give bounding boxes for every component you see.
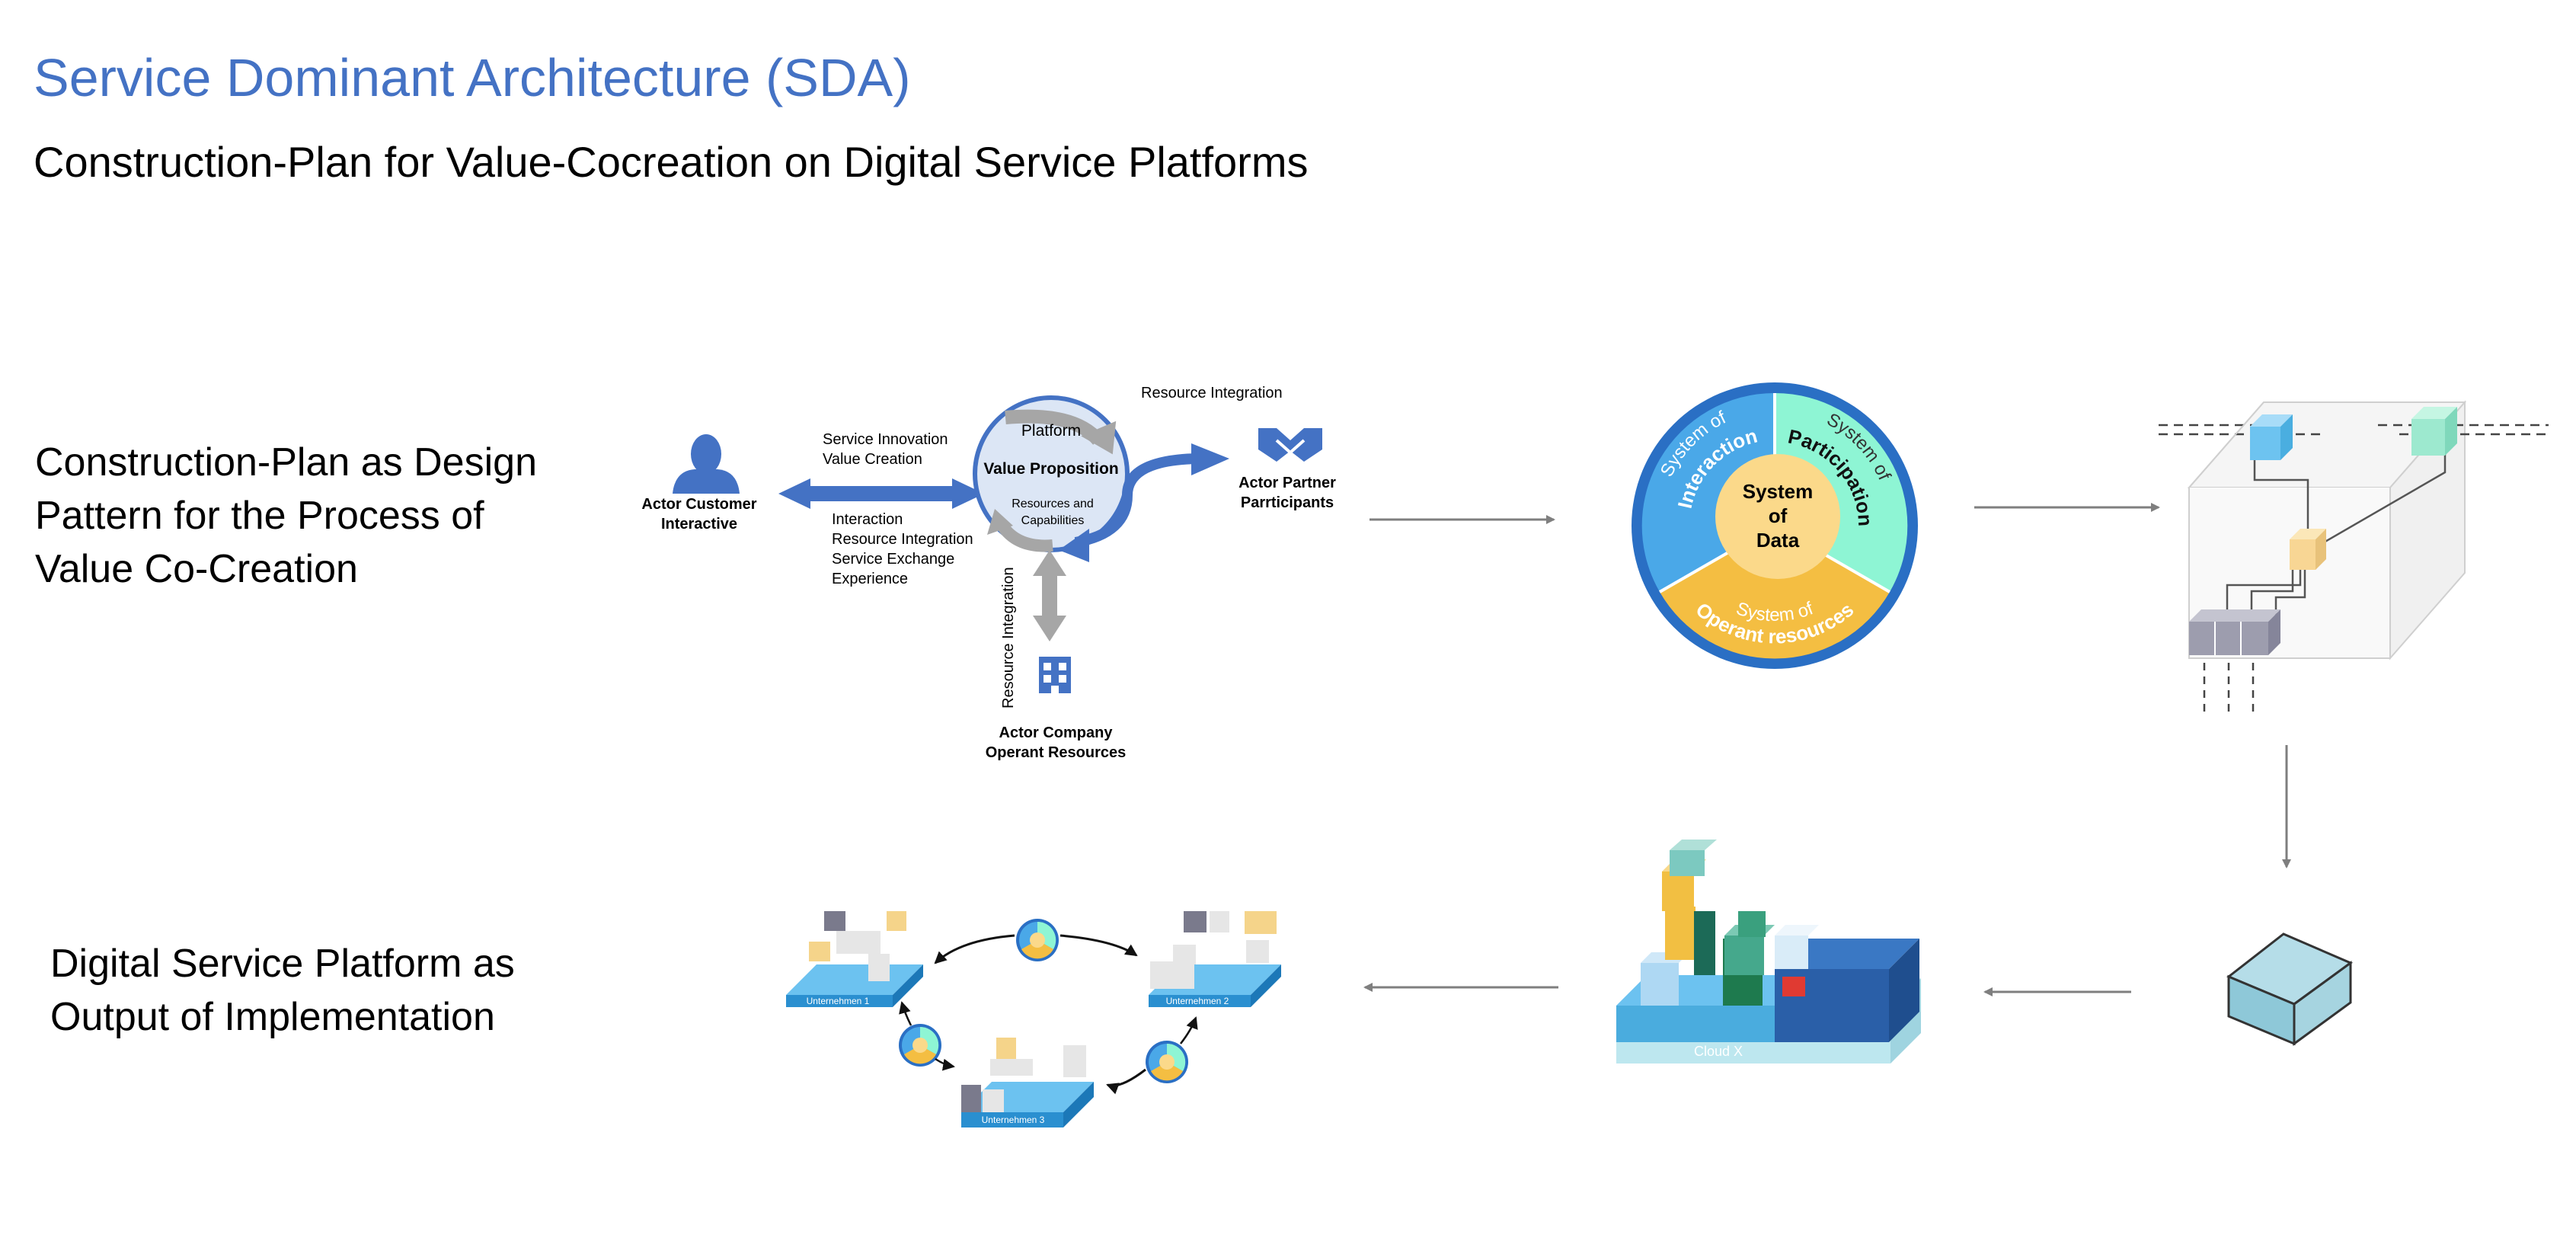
company-network: Unternehmen 1 Unternehmen 2 Unternehmen bbox=[786, 911, 1281, 1127]
company-1-label: Unternehmen 1 bbox=[807, 996, 870, 1006]
platform-blue-curve-arrow bbox=[1074, 453, 1198, 548]
svg-text:of: of bbox=[1769, 504, 1788, 527]
resource-integration-top-label: Resource Integration bbox=[1141, 385, 1283, 401]
cloud-label: Cloud X bbox=[1694, 1044, 1743, 1059]
platform-lower-gray-arrow bbox=[997, 522, 1053, 552]
cloud-platform: Cloud X bbox=[1616, 840, 1921, 1063]
svg-text:Data: Data bbox=[1756, 529, 1800, 552]
handshake-icon bbox=[1258, 428, 1322, 462]
svg-text:Value Creation: Value Creation bbox=[823, 451, 922, 468]
svg-text:Interactive: Interactive bbox=[661, 516, 737, 533]
company-2-platform: Unternehmen 2 bbox=[1149, 911, 1281, 1007]
svg-text:Experience: Experience bbox=[832, 571, 908, 587]
network-arrow-left bbox=[899, 1001, 912, 1026]
resource-integration-vertical-label: Resource Integration bbox=[1000, 567, 1017, 708]
actor-customer-label: Actor Customer bbox=[641, 496, 756, 513]
company-1-platform: Unternehmen 1 bbox=[786, 911, 923, 1007]
svg-text:Service Exchange: Service Exchange bbox=[832, 551, 954, 568]
service-innovation-label: Service Innovation bbox=[823, 431, 948, 448]
company-3-platform: Unternehmen 3 bbox=[961, 1038, 1094, 1127]
resource-integration-vertical-arrow bbox=[1033, 550, 1066, 641]
interaction-double-arrow bbox=[778, 478, 984, 509]
systems-circle: System of Interaction System of Particip… bbox=[1632, 382, 1918, 669]
architecture-cube bbox=[2159, 400, 2549, 716]
platform-label: Platform bbox=[1021, 422, 1081, 440]
value-cocreation-diagram: Actor Customer Interactive Service Innov… bbox=[641, 385, 1336, 761]
mini-sda-circle-3 bbox=[1146, 1041, 1188, 1083]
platform-box bbox=[2226, 932, 2354, 1046]
company-2-label: Unternehmen 2 bbox=[1166, 996, 1229, 1006]
company-3-label: Unternehmen 3 bbox=[982, 1115, 1045, 1125]
svg-text:Capabilities: Capabilities bbox=[1021, 514, 1085, 527]
network-arrow-top bbox=[934, 934, 1015, 964]
mini-sda-circle-1 bbox=[1016, 919, 1059, 961]
actor-partner-label: Actor Partner bbox=[1238, 475, 1336, 491]
interaction-list: Interaction bbox=[832, 511, 903, 528]
system-of-data-label: System bbox=[1743, 480, 1814, 503]
system-of-data-core bbox=[1715, 454, 1840, 579]
resources-label: Resources and bbox=[1012, 497, 1094, 510]
value-proposition-label: Value Proposition bbox=[983, 460, 1118, 478]
page-title: Service Dominant Architecture (SDA) bbox=[34, 48, 911, 107]
svg-text:Resource Integration: Resource Integration bbox=[832, 531, 973, 548]
row-label-construction-plan: Construction-Plan as Design Pattern for … bbox=[35, 440, 537, 591]
customer-person-icon bbox=[673, 434, 740, 494]
page-subtitle: Construction-Plan for Value-Cocreation o… bbox=[34, 138, 1309, 186]
svg-text:Operant Resources: Operant Resources bbox=[986, 744, 1127, 761]
row-label-digital-platform: Digital Service Platform as Output of Im… bbox=[50, 942, 515, 1039]
network-arrow-right bbox=[1106, 1068, 1146, 1095]
mini-sda-circle-2 bbox=[899, 1024, 941, 1067]
building-icon bbox=[1039, 657, 1071, 693]
svg-text:Parrticipants: Parrticipants bbox=[1241, 494, 1334, 511]
actor-company-label: Actor Company bbox=[999, 724, 1114, 741]
